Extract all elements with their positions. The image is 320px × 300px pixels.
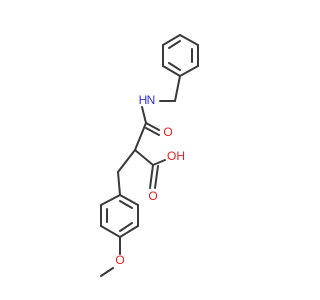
bond [117,149,136,173]
aromatic-inner-bond [119,222,133,232]
aromatic-inner-bond [168,62,181,71]
bond [162,65,181,77]
atom-label-o: O [148,189,157,203]
bond [179,65,199,77]
bond [134,122,147,151]
aromatic-inner-bond [119,200,133,209]
molecule-structure: N H O O OH O [100,34,199,277]
bond [152,159,166,166]
bond [100,225,121,238]
bond [100,267,114,277]
bond [174,75,181,102]
atom-label-o: O [163,125,172,139]
bond [141,106,147,124]
bond [100,194,121,206]
bond [154,165,159,189]
phenyl-ring-top [162,34,199,77]
atom-label-n: N [147,93,156,107]
bond [179,34,199,46]
bond [149,164,154,189]
bond [162,34,181,46]
bond [119,225,139,238]
atom-label-o: O [115,253,124,267]
bond [117,171,121,196]
atom-label-h: H [139,93,148,107]
bond [145,122,160,131]
atom-label-oh: OH [167,149,185,163]
methoxyphenyl-ring [100,194,139,238]
aromatic-inner-bond [168,40,181,49]
bond [119,194,139,206]
bond [145,127,160,136]
bond [134,149,154,166]
